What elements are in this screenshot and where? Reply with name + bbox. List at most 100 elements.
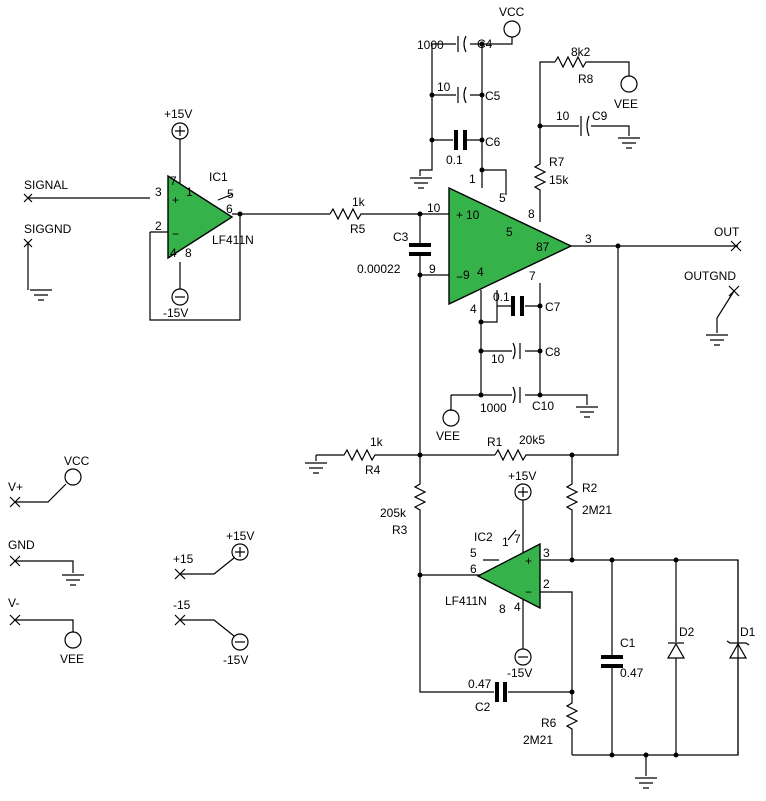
ic1-minus15-label: -15V xyxy=(163,306,188,320)
r5-group: 1k R5 xyxy=(329,195,420,236)
ic2-pin4: 4 xyxy=(514,600,521,614)
feedback-network: 1k R4 R1 20k5 205k R3 R2 2M21 xyxy=(305,246,619,578)
c2-ref: C2 xyxy=(475,700,491,714)
r7-value: 15k xyxy=(549,173,569,187)
main-amp-pin10: 10 xyxy=(427,201,441,215)
ic1-pin7: 7 xyxy=(170,174,177,188)
main-amp-minus: − xyxy=(456,270,463,284)
r1-value: 20k5 xyxy=(519,433,545,447)
r2-ref: R2 xyxy=(582,481,598,495)
c9-ref: C9 xyxy=(592,109,608,123)
ground-icon xyxy=(62,574,84,586)
r4-ref: R4 xyxy=(365,463,381,477)
vee-decoupling: 0.1 C7 10 C8 1000 C10 VEE xyxy=(436,283,598,443)
signal-port-label: SIGNAL xyxy=(24,178,68,192)
c5-ref: C5 xyxy=(485,89,501,103)
c10-vee-label: VEE xyxy=(436,429,460,443)
vee-terminal-icon xyxy=(64,631,82,649)
r3-value: 205k xyxy=(380,506,407,520)
ic2-pin3: 3 xyxy=(543,546,550,560)
ic2-pin8: 8 xyxy=(499,602,506,616)
ic1-pin1: 1 xyxy=(186,185,193,199)
p15-port-label: +15 xyxy=(173,552,194,566)
c2-value: 0.47 xyxy=(468,677,492,691)
out-port-label: OUT xyxy=(714,225,740,239)
c3-value: 0.00022 xyxy=(357,262,401,276)
c4-value: 1000 xyxy=(417,38,444,52)
c4-ref: C4 xyxy=(477,37,493,51)
c8-value: 10 xyxy=(491,352,505,366)
main-amp-pin8: 8 xyxy=(528,207,535,221)
ic2-pin6: 6 xyxy=(470,562,477,576)
c6-ref: C6 xyxy=(485,135,501,149)
vminus-port-label: V- xyxy=(8,596,19,610)
out-port-marker xyxy=(730,240,742,252)
main-amp-pin1: 1 xyxy=(469,172,476,186)
ic2-opamp xyxy=(476,542,541,610)
main-amp-pin10b: 10 xyxy=(466,208,480,222)
ic2-pin5: 5 xyxy=(470,546,477,560)
main-amp-pin4in: 4 xyxy=(477,265,484,279)
d1-ref: D1 xyxy=(740,625,756,639)
clamp-network: C1 0.47 D2 D1 xyxy=(601,560,756,789)
supply-connectors: V+ VCC GND V- VEE +15 +15V -15 -15V xyxy=(8,454,254,667)
ic2-part: LF411N xyxy=(445,594,487,608)
c7-value: 0.1 xyxy=(493,290,510,304)
main-amp-pin87: 87 xyxy=(536,240,550,254)
ic1-ref: IC1 xyxy=(209,170,228,184)
c9-value: 10 xyxy=(556,109,570,123)
ic1-pin4: 4 xyxy=(170,246,177,260)
ground-icon xyxy=(635,777,657,789)
ic1-minus-sign: − xyxy=(172,227,179,241)
ic2-plus15-label: +15V xyxy=(508,469,536,483)
r5-value: 1k xyxy=(352,195,366,209)
main-amp-plus: + xyxy=(456,208,463,222)
ic2-plus-sign: + xyxy=(525,554,532,568)
main-amp-pin5b: 5 xyxy=(506,225,513,239)
ic1-pin8: 8 xyxy=(185,246,192,260)
ic2-pin1: 1 xyxy=(502,535,509,549)
r7-ref: R7 xyxy=(549,155,565,169)
r4-value: 1k xyxy=(370,435,384,449)
ground-icon xyxy=(618,137,640,149)
ic1-opamp xyxy=(167,174,234,260)
ic2-minus15-label: -15V xyxy=(507,666,532,680)
vcc-terminal-icon xyxy=(503,20,521,38)
ic1-pin5: 5 xyxy=(227,187,234,201)
main-amp-pin9: 9 xyxy=(429,262,436,276)
c8-ref: C8 xyxy=(545,345,561,359)
siggnd-port-label: SIGGND xyxy=(24,222,72,236)
plus-supply-icon xyxy=(231,543,249,561)
ic2-ref: IC2 xyxy=(474,530,493,544)
ic2-pin7: 7 xyxy=(514,532,521,546)
ic1-plus-sign: + xyxy=(172,193,179,207)
p15v-connector-label: +15V xyxy=(226,529,254,543)
vplus-port-label: V+ xyxy=(8,480,23,494)
c3-group: C3 0.00022 xyxy=(357,214,431,276)
c7-ref: C7 xyxy=(545,300,561,314)
ic1-part: LF411N xyxy=(212,233,254,247)
ic2-pin2: 2 xyxy=(543,577,550,591)
main-amp-section: + − 10 1 5 3 87 9 4 7 8 5 10 9 4 xyxy=(417,172,738,316)
ic1-pin2: 2 xyxy=(155,219,162,233)
ic1-section: SIGNAL SIGGND +15V -15V + − IC1 LF411N 3… xyxy=(23,107,330,321)
vcc-decoupling: VCC 1000 C4 10 C5 0.1 C6 xyxy=(410,5,525,195)
r5-ref: R5 xyxy=(350,222,366,236)
vee-connector-label: VEE xyxy=(60,652,84,666)
r3-ref: R3 xyxy=(392,523,408,537)
vcc-top-label: VCC xyxy=(499,5,525,19)
ic1-pin3: 3 xyxy=(155,185,162,199)
ground-icon xyxy=(30,289,52,301)
r8-ref: R8 xyxy=(578,72,594,86)
ground-icon xyxy=(410,177,432,189)
main-amp-pin5a: 5 xyxy=(499,191,506,205)
ground-icon xyxy=(576,406,598,418)
r8-vee-label: VEE xyxy=(614,97,638,111)
ic1-pin6: 6 xyxy=(226,202,233,216)
main-amp-pin7: 7 xyxy=(529,269,536,283)
c10-value: 1000 xyxy=(480,401,507,415)
c3-ref: C3 xyxy=(393,230,409,244)
r2-value: 2M21 xyxy=(582,503,612,517)
c1-ref: C1 xyxy=(620,636,636,650)
